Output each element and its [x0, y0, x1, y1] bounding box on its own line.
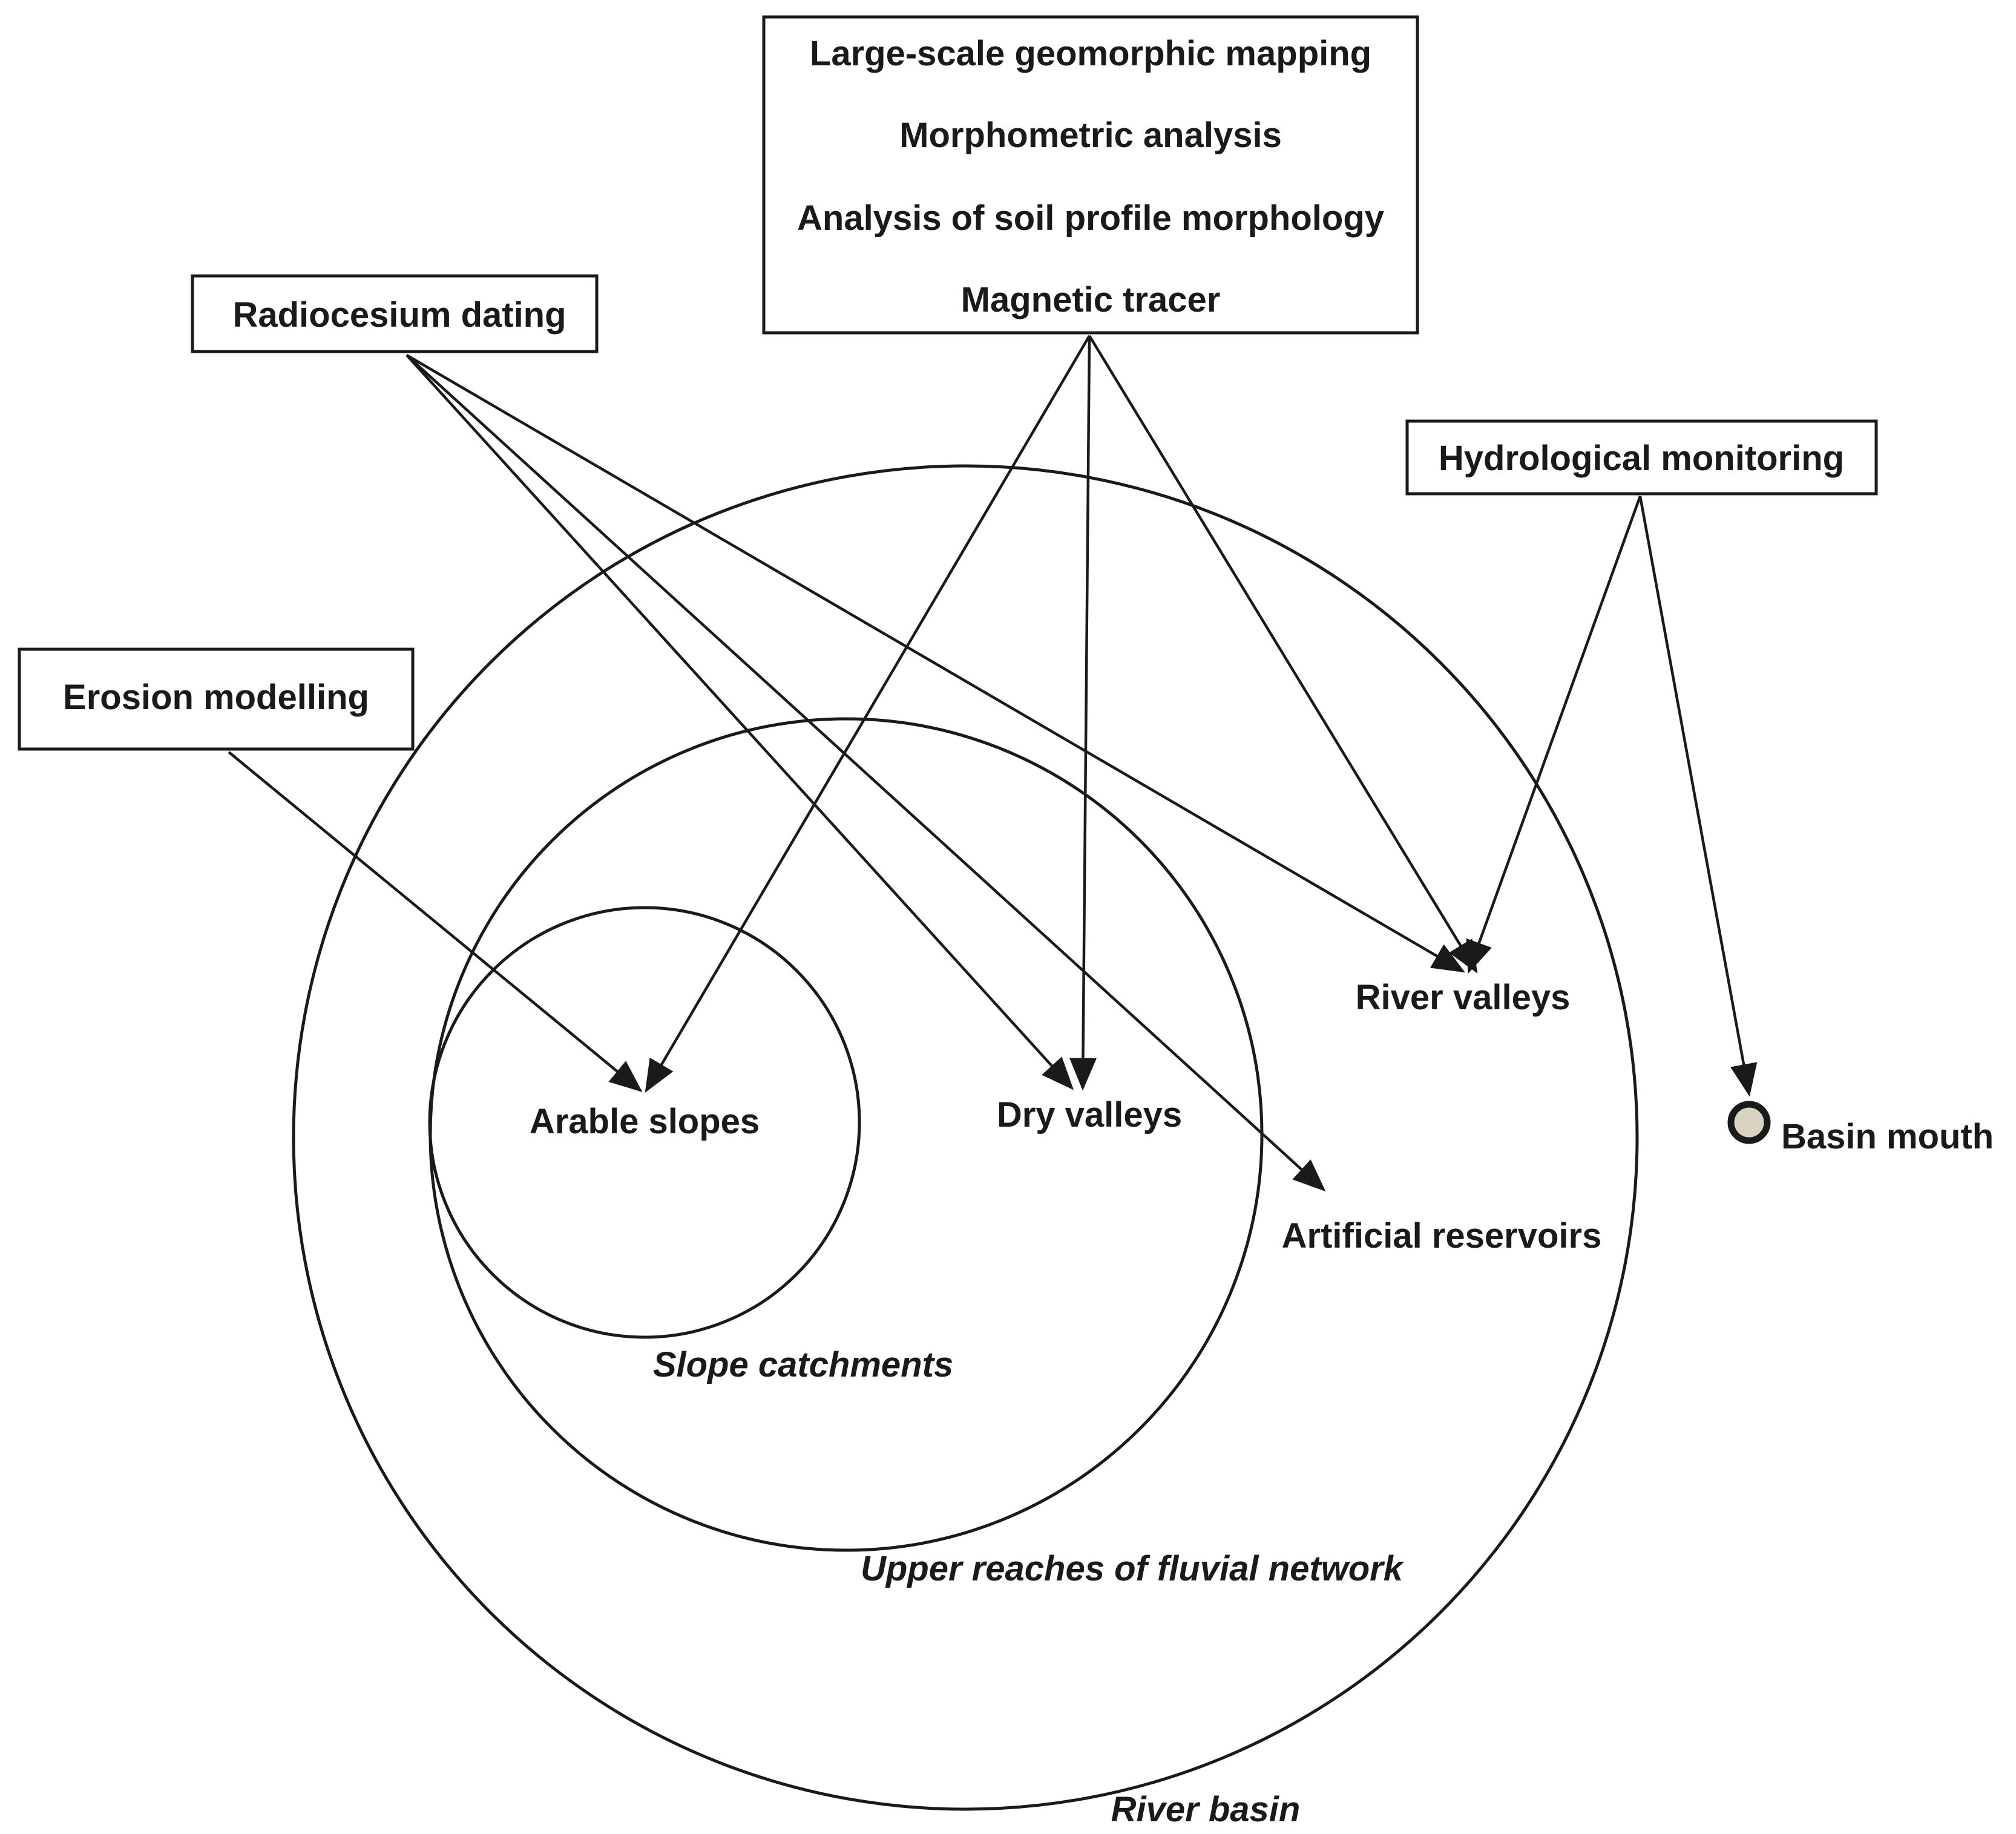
erosion-label: Erosion modelling: [63, 678, 369, 717]
arrow-hydrological-to-river-valleys: [1466, 496, 1642, 974]
node-river-valleys: River valleys: [1356, 978, 1571, 1017]
radiocesium-label: Radiocesium dating: [232, 295, 566, 335]
methods-top-box: Large-scale geomorphic mapping Morphomet…: [762, 15, 1419, 335]
node-arable-slopes: Arable slopes: [530, 1102, 760, 1141]
arrow-hydrological-to-basin-mouth: [1638, 496, 1758, 1097]
zone-river-basin: River basin: [1111, 1790, 1301, 1829]
method-soil-profile-morphology: Analysis of soil profile morphology: [797, 198, 1384, 238]
method-morphometric-analysis: Morphometric analysis: [899, 116, 1282, 155]
arrow-radiocesium-to-river-valleys: [405, 354, 1465, 973]
method-geomorphic-mapping: Large-scale geomorphic mapping: [810, 34, 1371, 73]
arrow-radiocesium-to-artificial-reservoirs: [405, 354, 1326, 1192]
radiocesium-box: Radiocesium dating: [191, 274, 599, 353]
erosion-box: Erosion modelling: [18, 647, 415, 751]
node-dry-valleys: Dry valleys: [997, 1095, 1182, 1135]
hydrological-box: Hydrological monitoring: [1405, 419, 1878, 496]
zones: [292, 464, 1639, 1811]
zone-upper-reaches: Upper reaches of fluvial network: [861, 1549, 1405, 1588]
hydrological-label: Hydrological monitoring: [1439, 439, 1844, 478]
arrow-radiocesium-to-dry-valleys: [405, 354, 1074, 1090]
connectors: [228, 335, 1758, 1192]
arrow-methods-top-to-dry-valleys: [1069, 335, 1097, 1091]
arrow-methods-top-to-arable-slopes: [645, 335, 1091, 1093]
zone-slope-catchments: Slope catchments: [653, 1345, 953, 1384]
node-artificial-reservoirs: Artificial reservoirs: [1282, 1216, 1602, 1256]
arrow-methods-top-to-river-valleys: [1088, 335, 1478, 974]
arrow-erosion-to-arable-slopes: [228, 751, 643, 1092]
slope-catchments-circle: [428, 906, 861, 1339]
node-basin-mouth: Basin mouth: [1781, 1117, 1994, 1156]
basin-mouth-marker: [1727, 1101, 1771, 1144]
river-basin-circle: [292, 464, 1639, 1811]
method-magnetic-tracer: Magnetic tracer: [961, 280, 1221, 319]
